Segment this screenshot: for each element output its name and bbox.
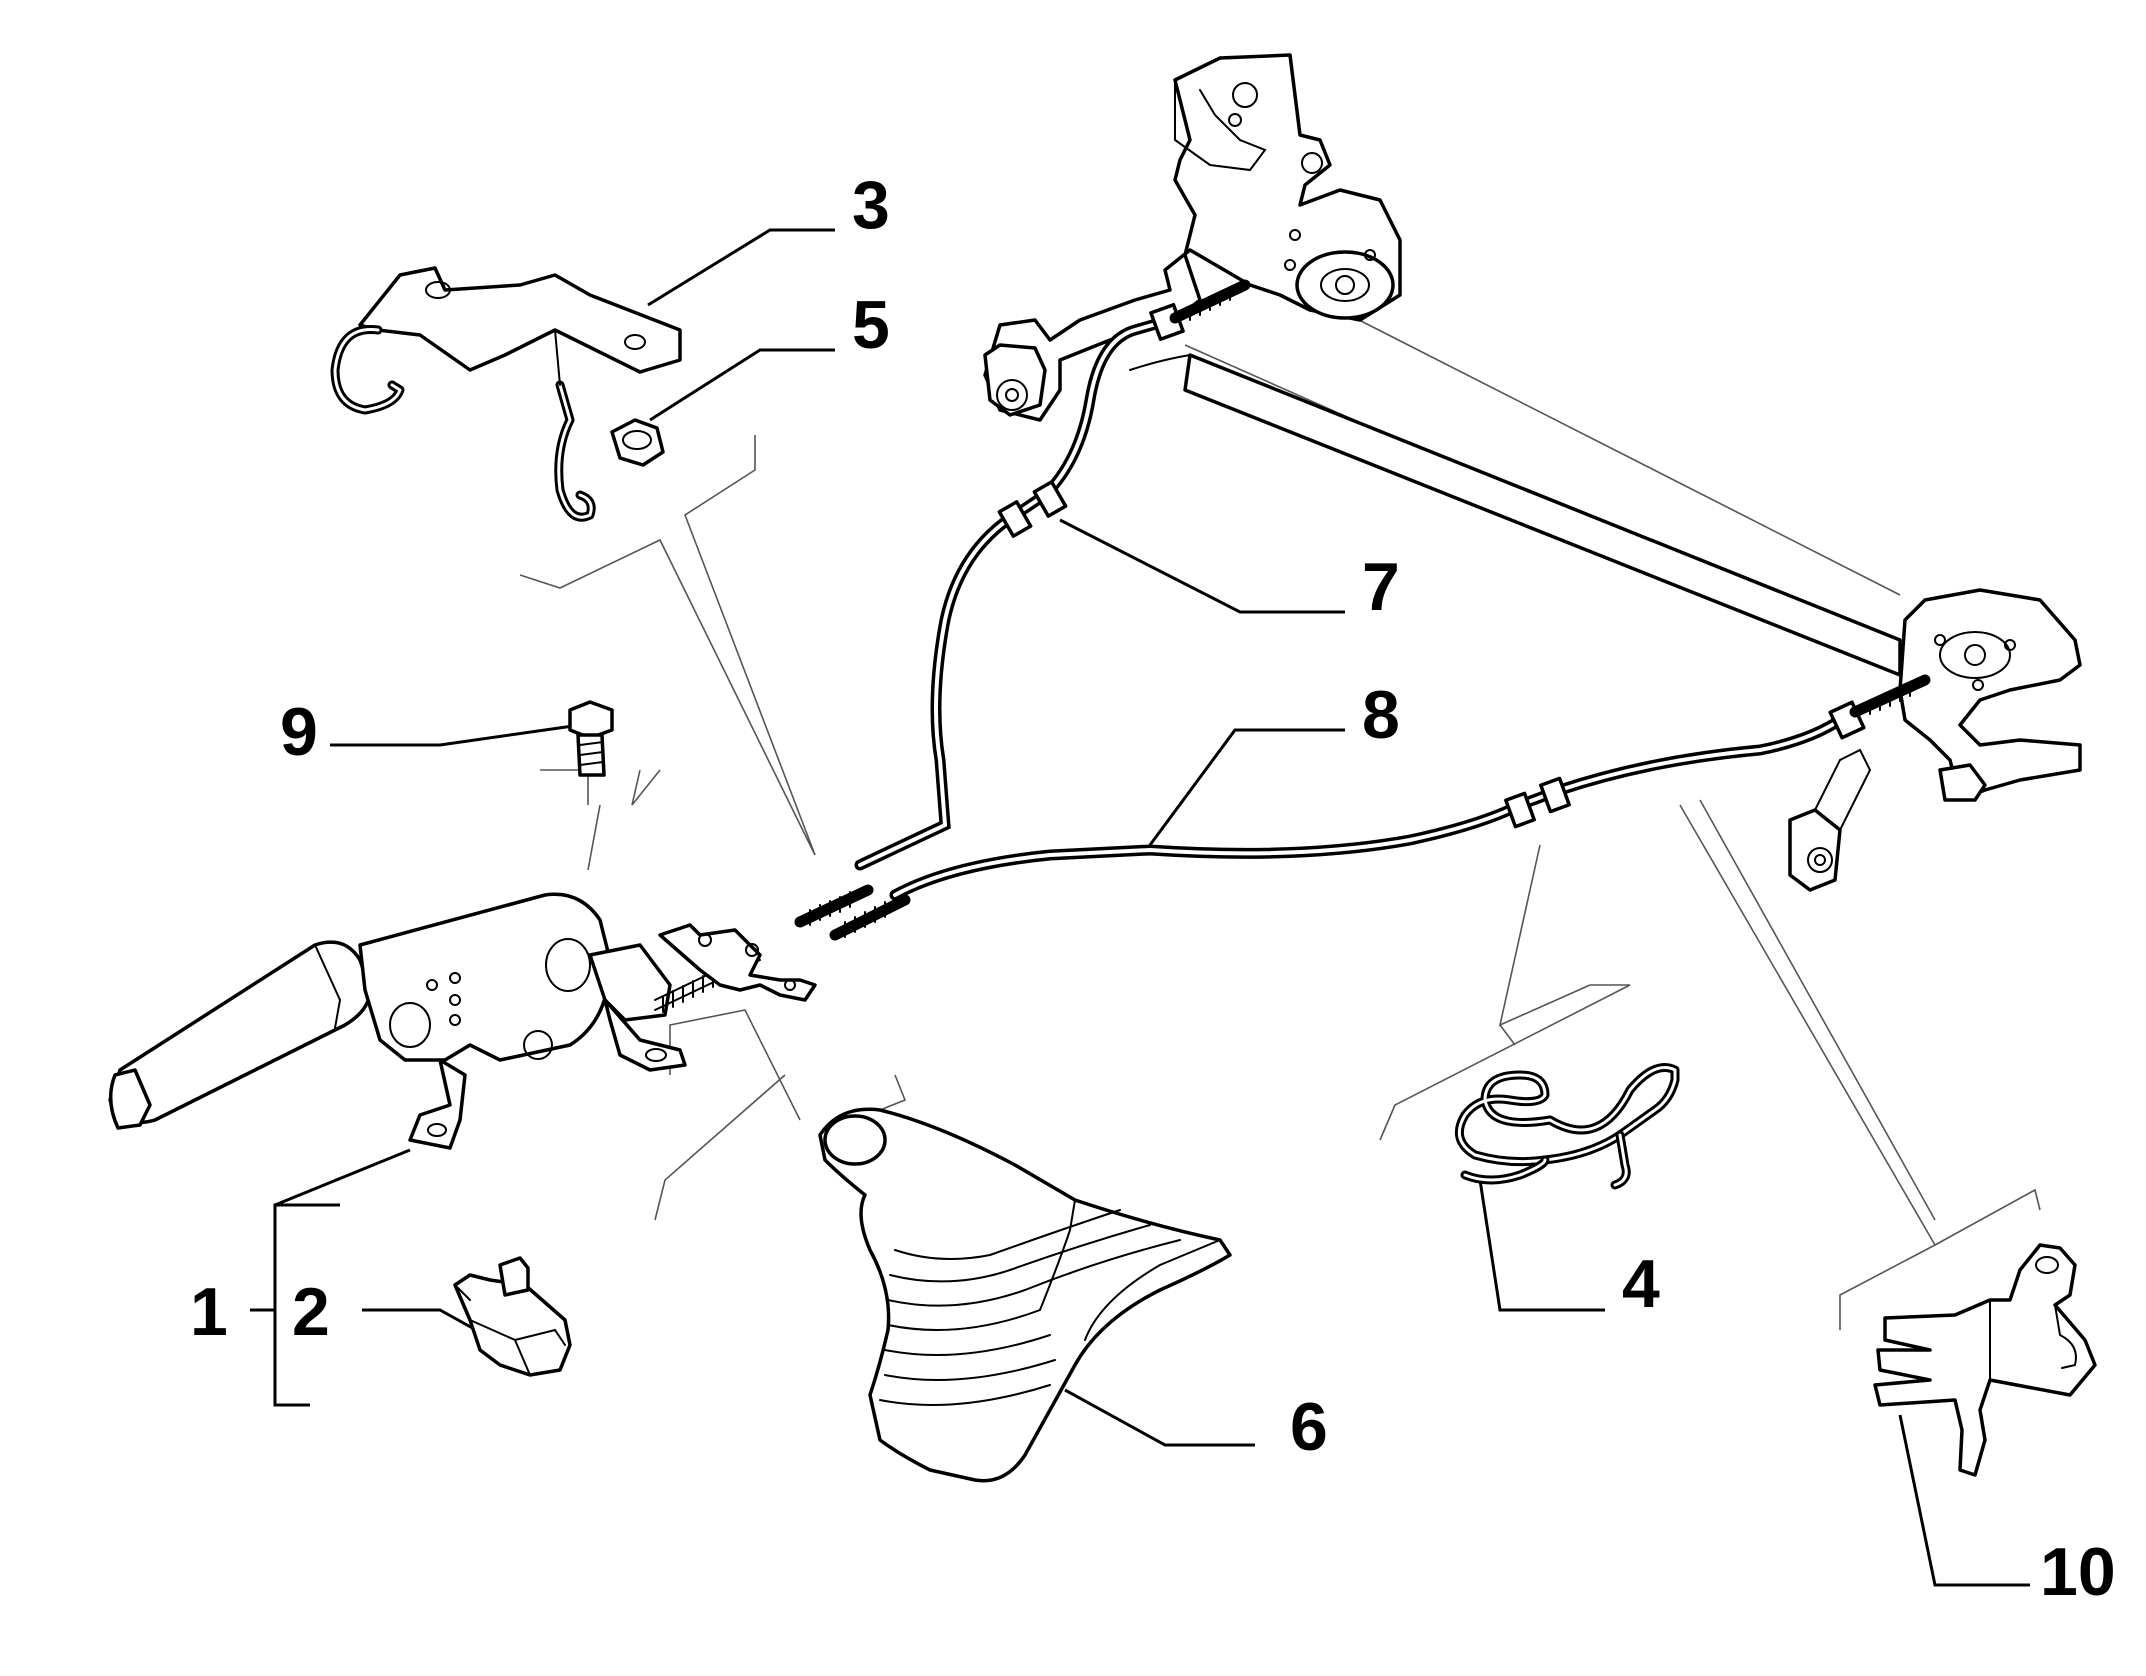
part-9-bolt xyxy=(568,700,614,777)
part-6-lever-boot xyxy=(818,1107,1232,1483)
callout-7: 7 xyxy=(1362,549,1400,625)
part-1-handbrake-lever xyxy=(108,892,817,1150)
callout-labels: 1 2 3 4 5 6 7 8 9 10 xyxy=(190,167,2116,1610)
callout-6: 6 xyxy=(1290,1389,1328,1465)
callout-2: 2 xyxy=(292,1274,330,1350)
part-4-spring-clip xyxy=(1454,1063,1680,1190)
part-10-bracket xyxy=(1873,1243,2097,1477)
callout-8: 8 xyxy=(1362,677,1400,753)
callout-9: 9 xyxy=(280,694,318,770)
callout-1: 1 xyxy=(190,1274,228,1350)
callout-3: 3 xyxy=(852,167,890,243)
brake-cable-8 xyxy=(829,674,1931,941)
leader-lines xyxy=(250,228,2030,1587)
callout-4: 4 xyxy=(1622,1246,1660,1322)
rear-axle-beam xyxy=(983,53,2082,892)
callout-5: 5 xyxy=(852,287,890,363)
callout-10: 10 xyxy=(2040,1534,2116,1610)
part-2-switch xyxy=(453,1256,572,1377)
part-5-nut xyxy=(610,418,665,467)
part-3-bracket xyxy=(330,266,682,522)
brake-cable-7 xyxy=(794,279,1251,928)
